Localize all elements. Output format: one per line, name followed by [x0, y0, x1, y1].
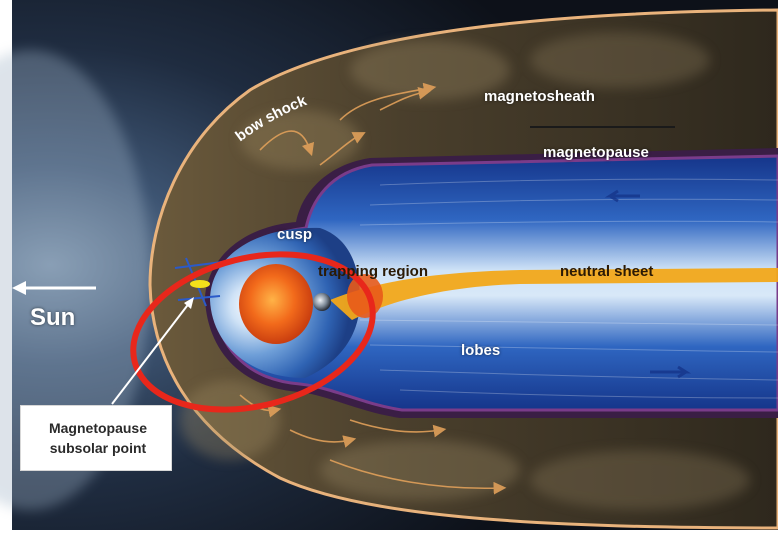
- solar-wind-flow-arrows: [239, 82, 507, 495]
- neutral-sheet-band: [330, 268, 778, 320]
- lobes-label: lobes: [461, 342, 501, 359]
- neutral-sheet-label: neutral sheet: [560, 263, 654, 280]
- cusp-label: cusp: [277, 226, 313, 243]
- magnetopause-label: magnetopause: [543, 144, 649, 161]
- sun-label: Sun: [30, 304, 76, 331]
- magnetosheath-label: magnetosheath: [484, 88, 595, 105]
- highlight-ring: [130, 251, 376, 413]
- tail-flow-arrow-lower: [650, 365, 692, 379]
- earth-icon: [313, 293, 331, 311]
- spacecraft-icon: [174, 257, 223, 307]
- callout-pointer-arrow: [111, 297, 194, 405]
- subsolar-point-callout: Magnetopause subsolar point: [20, 405, 172, 471]
- solar-wind-glow: [0, 50, 150, 510]
- tail-flow-arrow-upper: [604, 189, 640, 203]
- sheath-texture: [180, 32, 750, 510]
- radiation-belt: [239, 264, 313, 344]
- callout-text: Magnetopause subsolar point: [48, 420, 147, 456]
- sun-direction-arrow: [12, 281, 96, 295]
- radiation-belt-nightside: [347, 274, 383, 318]
- tail-field-lines: [359, 178, 778, 399]
- trapping-region-label: trapping region: [318, 263, 428, 280]
